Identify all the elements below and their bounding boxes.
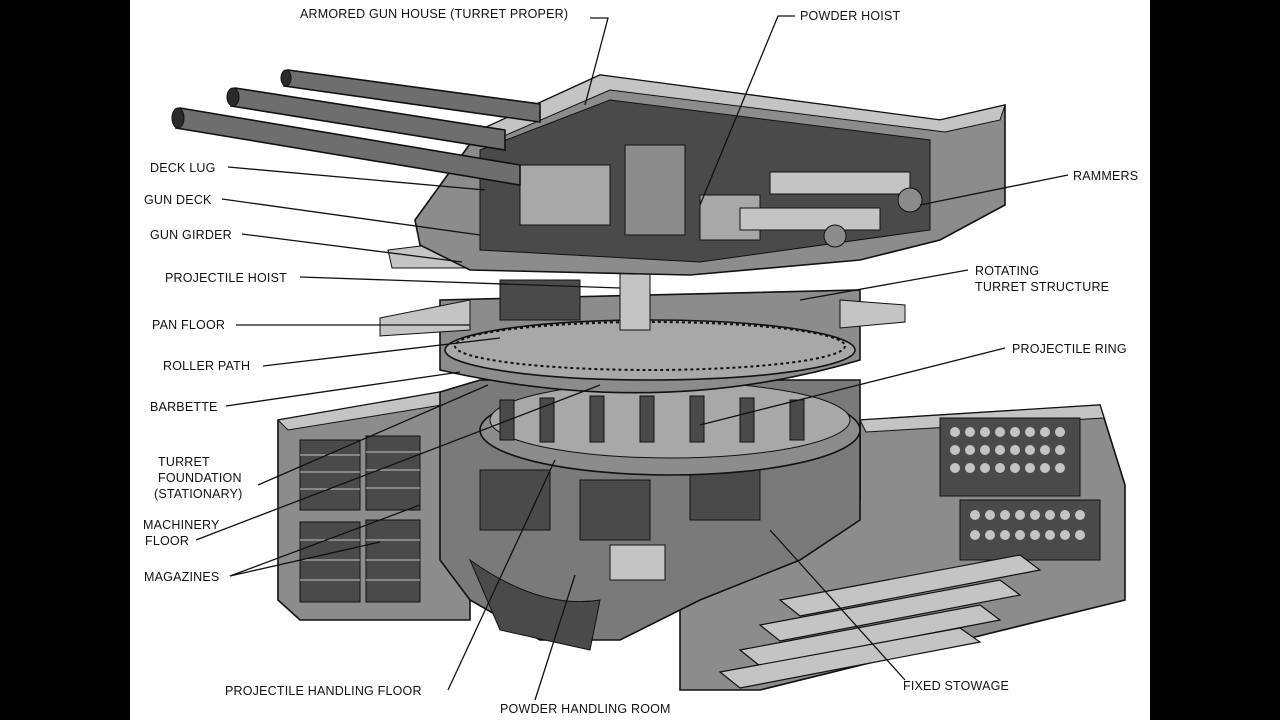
label-deck-lug: DECK LUG [150, 161, 216, 175]
label-machinery-floor-2: FLOOR [145, 534, 189, 548]
label-projectile-hoist: PROJECTILE HOIST [165, 271, 287, 285]
label-rammers: RAMMERS [1073, 169, 1138, 183]
label-turret-foundation-2: FOUNDATION [158, 471, 242, 485]
label-rotating-turret-1: ROTATING [975, 264, 1039, 278]
label-turret-foundation-1: TURRET [158, 455, 210, 469]
label-powder-handling-room: POWDER HANDLING ROOM [500, 702, 671, 716]
callout-labels: ARMORED GUN HOUSE (TURRET PROPER) POWDER… [143, 7, 1138, 716]
label-armored-gun-house: ARMORED GUN HOUSE (TURRET PROPER) [300, 7, 568, 21]
gun-house [414, 74, 1006, 276]
label-turret-foundation-3: (STATIONARY) [154, 487, 243, 501]
leader-lines [195, 15, 1069, 701]
label-gun-girder: GUN GIRDER [150, 228, 232, 242]
label-projectile-ring: PROJECTILE RING [1012, 342, 1127, 356]
label-magazines: MAGAZINES [144, 570, 219, 584]
right-magazine-block [679, 404, 1126, 691]
label-projectile-handling-floor: PROJECTILE HANDLING FLOOR [225, 684, 422, 698]
label-gun-deck: GUN DECK [144, 193, 212, 207]
label-roller-path: ROLLER PATH [163, 359, 250, 373]
label-powder-hoist: POWDER HOIST [800, 9, 900, 23]
machinery-floor-ring [479, 381, 861, 476]
label-barbette: BARBETTE [150, 400, 218, 414]
label-machinery-floor-1: MACHINERY [143, 518, 220, 532]
label-fixed-stowage: FIXED STOWAGE [903, 679, 1009, 693]
turret-illustration [171, 69, 1126, 691]
label-rotating-turret-2: TURRET STRUCTURE [975, 280, 1109, 294]
rotating-structure [379, 239, 906, 394]
gun-barrels [171, 69, 541, 186]
label-pan-floor: PAN FLOOR [152, 318, 225, 332]
left-magazine-block [276, 391, 471, 621]
